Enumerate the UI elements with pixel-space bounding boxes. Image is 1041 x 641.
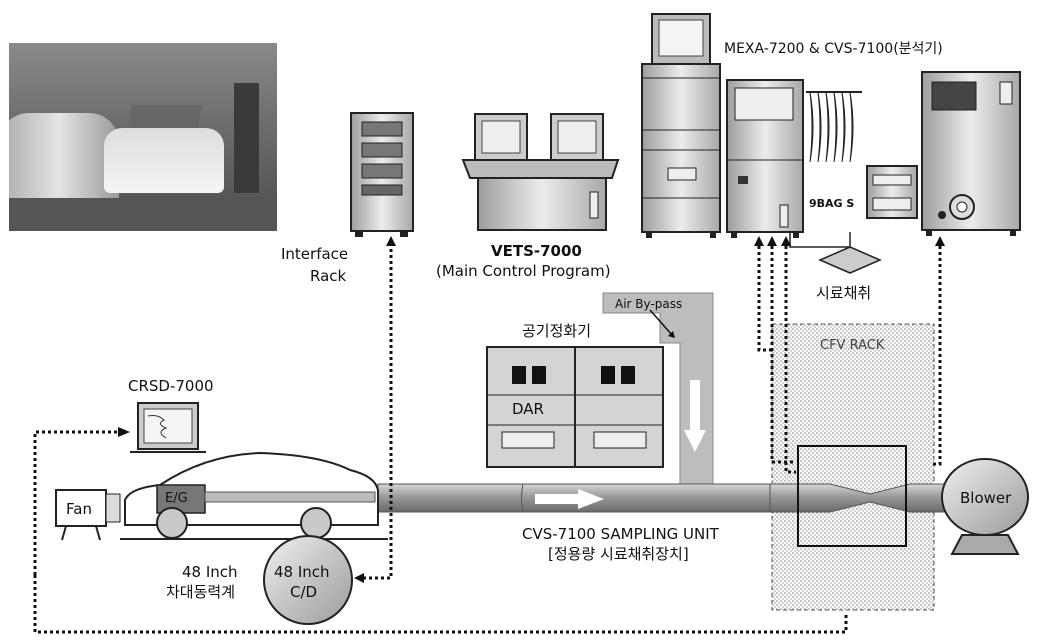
dar-label: DAR	[512, 400, 544, 418]
interface-rack	[351, 113, 413, 237]
vets-console	[463, 114, 618, 230]
bags-label: 9BAG S	[809, 195, 854, 213]
engine-label: E/G	[165, 490, 188, 508]
cd-label-1: 48 Inch	[274, 563, 330, 581]
interface-rack-label-2: Rack	[310, 267, 346, 285]
analyzer-label: MEXA-7200 & CVS-7100(분석기)	[724, 40, 943, 58]
dyno-label-2: 차대동력계	[166, 583, 235, 601]
small-cart	[867, 166, 917, 218]
dyno-label-1: 48 Inch	[182, 563, 238, 581]
blower-label: Blower	[960, 489, 1011, 507]
crsd-monitor	[130, 403, 206, 452]
cvs-unit-kr-label: [정용량 시료채취장치]	[548, 545, 689, 563]
cvs-control-cabinet	[922, 72, 1020, 236]
cfv-rack-label: CFV RACK	[820, 337, 884, 355]
air-bypass-label: Air By-pass	[615, 295, 682, 313]
mexa-cabinet-left	[642, 14, 720, 238]
vets-label: VETS-7000	[491, 242, 582, 260]
cd-label-2: C/D	[290, 583, 317, 601]
air-purifier-label: 공기정화기	[522, 322, 591, 340]
cfv-rack-area	[772, 324, 934, 610]
crsd-label: CRSD-7000	[128, 377, 214, 395]
interface-rack-label-1: Interface	[281, 245, 348, 263]
vets-sub-label: (Main Control Program)	[436, 262, 611, 280]
vehicle	[120, 453, 388, 539]
fan-label: Fan	[66, 500, 92, 518]
sample-collection-diamond	[820, 247, 880, 273]
cvs-unit-label: CVS-7100 SAMPLING UNIT	[522, 525, 719, 543]
mexa-cabinet-middle	[727, 80, 803, 238]
sample-bags	[806, 92, 862, 162]
sample-collect-label: 시료채취	[816, 284, 871, 302]
